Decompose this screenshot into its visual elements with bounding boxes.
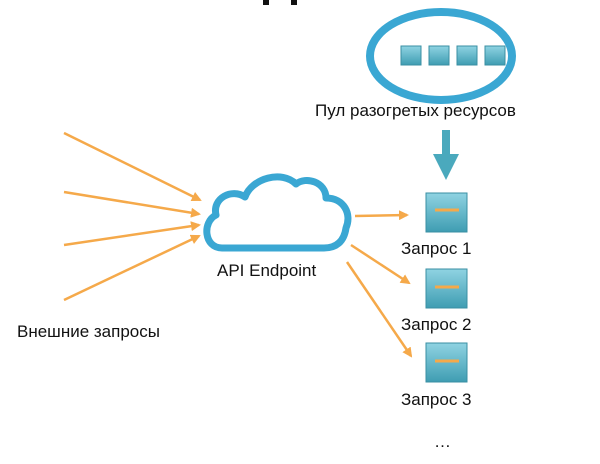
outgoing-arrow — [350, 243, 411, 285]
pool-down-arrow — [433, 130, 459, 180]
request-box-2 — [425, 268, 468, 309]
incoming-arrow — [63, 190, 201, 218]
pool-label: Пул разогретых ресурсов — [315, 101, 516, 120]
request-box-1 — [425, 192, 468, 233]
request-box-3 — [425, 342, 468, 383]
incoming-arrow — [63, 221, 201, 247]
request-label-3: Запрос 3 — [401, 390, 472, 409]
cloud-icon — [203, 173, 352, 252]
outgoing-arrows — [345, 210, 413, 358]
pool-resource-box — [400, 45, 422, 66]
outgoing-arrow — [345, 261, 413, 358]
pool-resource-box — [484, 45, 506, 66]
pool-resources — [400, 45, 506, 66]
pool-resource-box — [456, 45, 478, 66]
title-fragment — [291, 0, 297, 5]
more-requests-ellipsis: … — [434, 432, 451, 451]
external-requests-label: Внешние запросы — [17, 322, 160, 341]
incoming-arrow — [63, 234, 201, 302]
outgoing-arrow — [354, 210, 409, 221]
request-label-1: Запрос 1 — [401, 239, 472, 258]
request-label-2: Запрос 2 — [401, 315, 472, 334]
pool-resource-box — [428, 45, 450, 66]
title-fragment — [263, 0, 269, 5]
incoming-arrow — [63, 131, 202, 202]
incoming-arrows — [63, 131, 202, 302]
endpoint-label: API Endpoint — [217, 261, 317, 280]
resource-pool-ellipse — [366, 8, 516, 104]
